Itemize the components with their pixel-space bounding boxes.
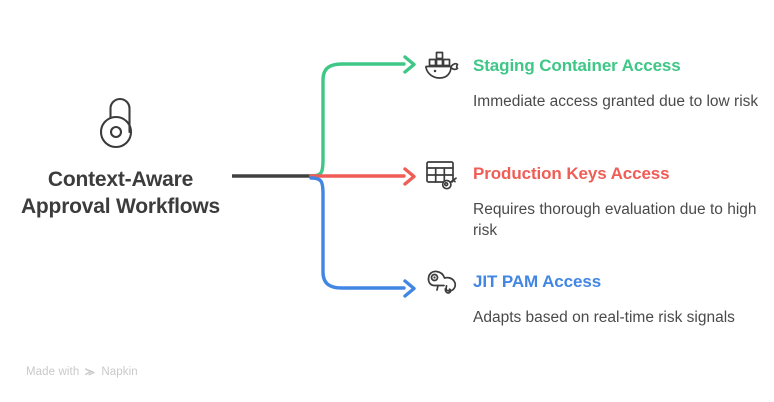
arrowhead-red: [403, 167, 416, 186]
docker-whale-icon: [422, 46, 462, 86]
branch-item-jit-pam-access: JIT PAM Access Adapts based on real-time…: [422, 260, 762, 328]
branch-line-green: [309, 62, 406, 178]
branch-title: Production Keys Access: [473, 164, 670, 183]
branch-description: Immediate access granted due to low risk: [473, 93, 759, 110]
branch-item-production-keys-access: Production Keys Access Requires thorough…: [422, 152, 762, 241]
branch-header: Production Keys Access: [422, 152, 762, 196]
database-key-icon: [422, 154, 462, 194]
chameleon-icon: [422, 262, 462, 302]
branch-description: Adapts based on real-time risk signals: [473, 309, 735, 326]
branch-header: Staging Container Access: [422, 44, 762, 88]
branch-header: JIT PAM Access: [422, 260, 762, 304]
root-node: Context-Aware Approval Workflows: [18, 92, 223, 220]
branch-title: Staging Container Access: [473, 56, 681, 75]
branch-item-staging-container-access: Staging Container Access Immediate acces…: [422, 44, 762, 112]
watermark-prefix: Made with: [26, 366, 80, 378]
branch-line-blue: [309, 176, 406, 290]
napkin-logo-icon: [84, 367, 96, 378]
arrowhead-green: [403, 55, 416, 74]
branch-title: JIT PAM Access: [473, 272, 602, 291]
watermark-brand: Napkin: [101, 366, 138, 378]
open-padlock-icon: [92, 92, 150, 152]
napkin-watermark: Made with Napkin: [26, 366, 138, 378]
arrowhead-blue: [403, 279, 416, 298]
page-title: Context-Aware Approval Workflows: [20, 168, 221, 218]
branch-description: Requires thorough evaluation due to high…: [473, 201, 757, 239]
